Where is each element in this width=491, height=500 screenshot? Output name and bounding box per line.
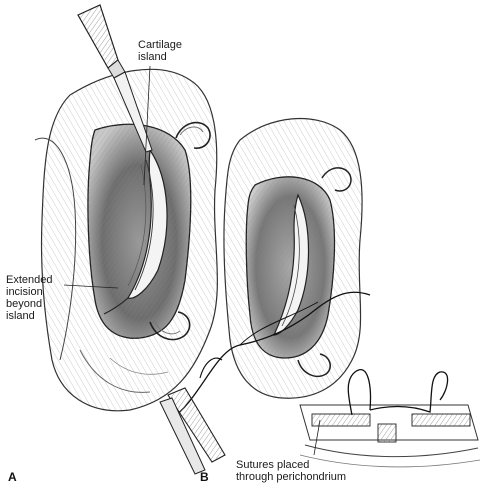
sutures-label: Sutures placed through perichondrium (236, 459, 347, 483)
panel-b-lower-retractor (297, 353, 331, 378)
panel-a-drawing (34, 4, 218, 412)
cartilage-island-leader (143, 65, 151, 186)
panel-b-suture-thread (169, 291, 371, 421)
extended-incision-leader (63, 284, 119, 289)
cartilage-island-label: Cartilage island (138, 39, 183, 63)
inset-suture-thread (347, 369, 449, 416)
panel-a-lower-retractor (149, 311, 191, 341)
panel-a-skin-fold (34, 137, 77, 361)
panel-b-needle-holder (159, 387, 226, 475)
extended-incision-label: Extended incision beyond island (6, 274, 53, 322)
sutures-leader (313, 419, 321, 456)
panel-a-extended-incision (103, 297, 129, 315)
panel-a-upper-retractor (175, 121, 211, 149)
panel-b-letter: B (200, 470, 209, 484)
panel-b-drawing (159, 117, 371, 475)
panel-a-scalpel (77, 4, 153, 153)
suture-cross-section-inset (299, 369, 481, 468)
panel-b-upper-retractor (321, 167, 352, 192)
panel-a-letter: A (8, 470, 17, 484)
